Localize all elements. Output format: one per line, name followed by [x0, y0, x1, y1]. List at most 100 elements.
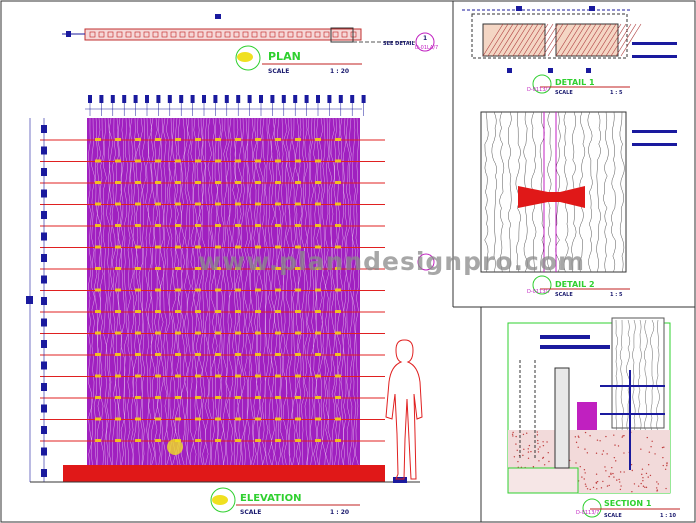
- rail-joint: [135, 202, 141, 206]
- aggregate-dot: [583, 468, 586, 471]
- aggregate-dot: [649, 474, 652, 477]
- hatch-line: [585, 23, 607, 57]
- aggregate-dot: [613, 434, 615, 436]
- rail-joint: [115, 310, 121, 313]
- aggregate-dot: [615, 460, 617, 462]
- wood-grain-line: [198, 117, 204, 467]
- aggregate-dot: [522, 454, 524, 457]
- aggregate-dot: [651, 440, 653, 442]
- elevation-scale-label: SCALE: [240, 509, 261, 516]
- aggregate-dot: [619, 471, 622, 473]
- callout-text: SEE DETAIL: [383, 41, 415, 47]
- human-figure-silhouette: [385, 339, 423, 480]
- hatch-line: [605, 23, 627, 57]
- rail-joint: [95, 267, 101, 270]
- rail-joint: [195, 181, 201, 184]
- aggregate-dot: [599, 440, 601, 442]
- aggregate-dot: [645, 472, 648, 475]
- rail-joint: [235, 245, 241, 249]
- section-marker: [167, 439, 183, 455]
- rail-joint: [235, 417, 241, 421]
- detail1-sheet-ref: D-0113/7: [527, 87, 550, 93]
- aggregate-dot: [542, 441, 544, 443]
- wood-grain-line: [244, 117, 249, 467]
- aggregate-dot: [619, 488, 622, 491]
- aggregate-dot: [655, 487, 658, 489]
- detail1-scale-label: SCALE: [555, 90, 573, 96]
- rail-joint: [135, 138, 141, 141]
- hatch-line: [507, 23, 529, 57]
- dimension-marker: [133, 95, 138, 103]
- section-callout-bubble[interactable]: [417, 253, 435, 271]
- wood-grain-line: [87, 117, 93, 467]
- wood-grain-line: [348, 117, 353, 467]
- wood-grain-line: [491, 111, 497, 273]
- plan-joint-mark: [278, 31, 285, 38]
- detail-1: DETAIL 1 D-0113/7 SCALE 1 : 5: [462, 6, 677, 96]
- aggregate-dot: [613, 476, 615, 478]
- rail-joint: [175, 138, 181, 141]
- wood-grain-line: [319, 117, 324, 467]
- rail-joint: [275, 267, 281, 270]
- rail-joint: [315, 396, 321, 399]
- aggregate-dot: [596, 439, 599, 441]
- rail-joint: [315, 224, 321, 227]
- plan-joint-mark: [233, 31, 240, 38]
- hatch-line: [487, 23, 509, 57]
- wood-grain-line: [115, 117, 120, 467]
- dimension-marker: [41, 469, 47, 477]
- aggregate-dot: [620, 485, 622, 487]
- rail-joint: [275, 439, 281, 442]
- wood-grain-line: [147, 117, 153, 467]
- aggregate-dot: [595, 481, 597, 484]
- rail-joint: [155, 396, 161, 399]
- wood-grain-line: [309, 117, 315, 467]
- plan-title: PLAN: [268, 50, 301, 63]
- wood-grain-line: [132, 117, 138, 467]
- aggregate-dot: [537, 439, 539, 442]
- detail1-outline: [471, 13, 628, 59]
- rail-joint: [155, 224, 161, 227]
- rail-joint: [335, 224, 341, 227]
- aggregate-dot: [631, 469, 633, 472]
- aggregate-dot: [511, 433, 514, 436]
- plan-dim-marker: [215, 14, 221, 19]
- aggregate-dot: [604, 466, 606, 468]
- rail-joint: [195, 417, 201, 421]
- rail-joint: [235, 353, 241, 356]
- detail2-sheet-ref: D-0113/7: [527, 289, 550, 295]
- aggregate-dot: [589, 488, 591, 491]
- aggregate-dot: [642, 485, 645, 487]
- rail-joint: [175, 310, 181, 313]
- wood-grain-line: [351, 117, 357, 467]
- rail-joint: [195, 331, 201, 335]
- rail-joint: [115, 331, 121, 335]
- plan-joint-mark: [161, 31, 168, 38]
- dimension-marker: [41, 125, 47, 133]
- rail-joint: [235, 439, 241, 442]
- wood-grain-line: [255, 117, 261, 467]
- aggregate-dot: [583, 478, 585, 480]
- aggregate-dot: [646, 436, 648, 439]
- aggregate-dot: [527, 457, 530, 459]
- watermark: www.planndesignpro.com: [198, 247, 585, 276]
- aggregate-dot: [542, 444, 545, 447]
- steel-post: [554, 367, 570, 469]
- plan-joint-mark: [305, 31, 312, 38]
- dimension-marker: [110, 95, 115, 103]
- dimension-marker: [179, 95, 184, 103]
- aggregate-dot: [543, 464, 546, 466]
- elevation-view: ELEVATION SCALE 1 : 20: [26, 95, 435, 516]
- aggregate-dot: [585, 485, 587, 488]
- rail-joint: [135, 310, 141, 313]
- aggregate-dot: [537, 442, 539, 445]
- wood-grain-line: [484, 111, 489, 273]
- callout-bubble[interactable]: [415, 32, 435, 52]
- hatch-line: [547, 23, 569, 57]
- wood-grain-line: [192, 117, 198, 467]
- rail-joint: [235, 202, 241, 206]
- rail-joint: [255, 159, 261, 163]
- rail-joint: [295, 267, 301, 270]
- wood-grain-line: [189, 117, 195, 467]
- dimension-marker: [41, 275, 47, 284]
